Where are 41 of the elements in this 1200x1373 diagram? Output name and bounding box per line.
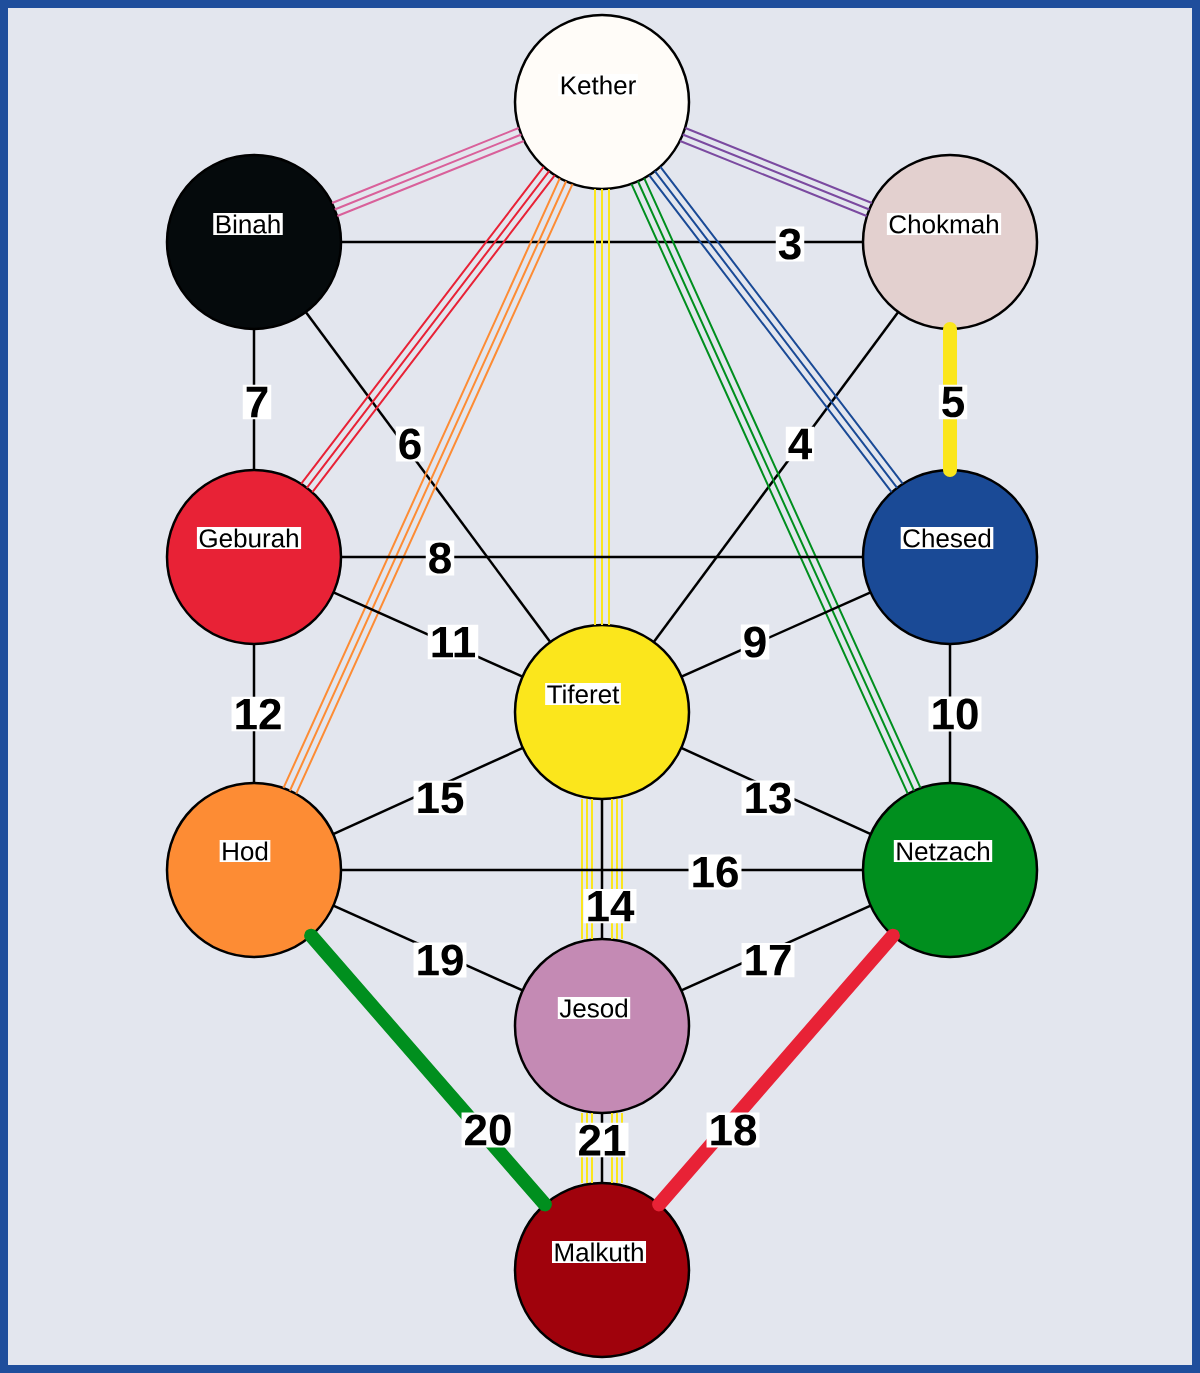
edge-label: 8	[425, 540, 455, 576]
edge-label: 13	[741, 780, 795, 816]
circle-node: Tiferet	[513, 623, 691, 801]
connector-line	[331, 127, 525, 218]
connector-line	[341, 240, 863, 244]
edge-label: 20	[461, 1112, 515, 1148]
connector-line	[652, 311, 900, 643]
connector-line	[304, 311, 552, 643]
connector-line	[630, 177, 922, 795]
connector-line	[304, 928, 552, 1212]
edge-label: 6	[395, 426, 425, 462]
connector-line	[341, 868, 863, 872]
circle-node: Binah	[165, 153, 343, 331]
circle-node: Jesod	[513, 937, 691, 1115]
edge-label: 16	[688, 854, 742, 890]
connector-line	[282, 177, 574, 795]
connector-line	[648, 165, 904, 494]
circle-node: Chokmah	[861, 153, 1039, 331]
edge-label: 15	[413, 780, 467, 816]
edge-label: 9	[740, 624, 770, 660]
connector-line	[341, 555, 863, 559]
circle-node: Kether	[513, 13, 691, 191]
edge-label: 17	[741, 942, 795, 978]
edge-label: 19	[413, 942, 467, 978]
circle-node: Geburah	[165, 468, 343, 646]
circle-node: Chesed	[861, 468, 1039, 646]
connector-line	[943, 322, 957, 477]
circle-node: Netzach	[861, 781, 1039, 959]
edge-label: 21	[575, 1122, 629, 1158]
circle-node: Malkuth	[513, 1181, 691, 1359]
edge-label: 18	[706, 1112, 760, 1148]
edge-label: 3	[775, 226, 805, 262]
edge-label: 11	[427, 624, 479, 660]
edge-label: 14	[583, 888, 637, 924]
connector-line	[300, 165, 556, 494]
edge-label: 12	[231, 696, 285, 732]
edge-label: 10	[928, 696, 982, 732]
connector-line	[594, 188, 610, 626]
connector-line	[652, 928, 900, 1212]
connector-line	[679, 127, 873, 218]
circle-node: Hod	[165, 781, 343, 959]
